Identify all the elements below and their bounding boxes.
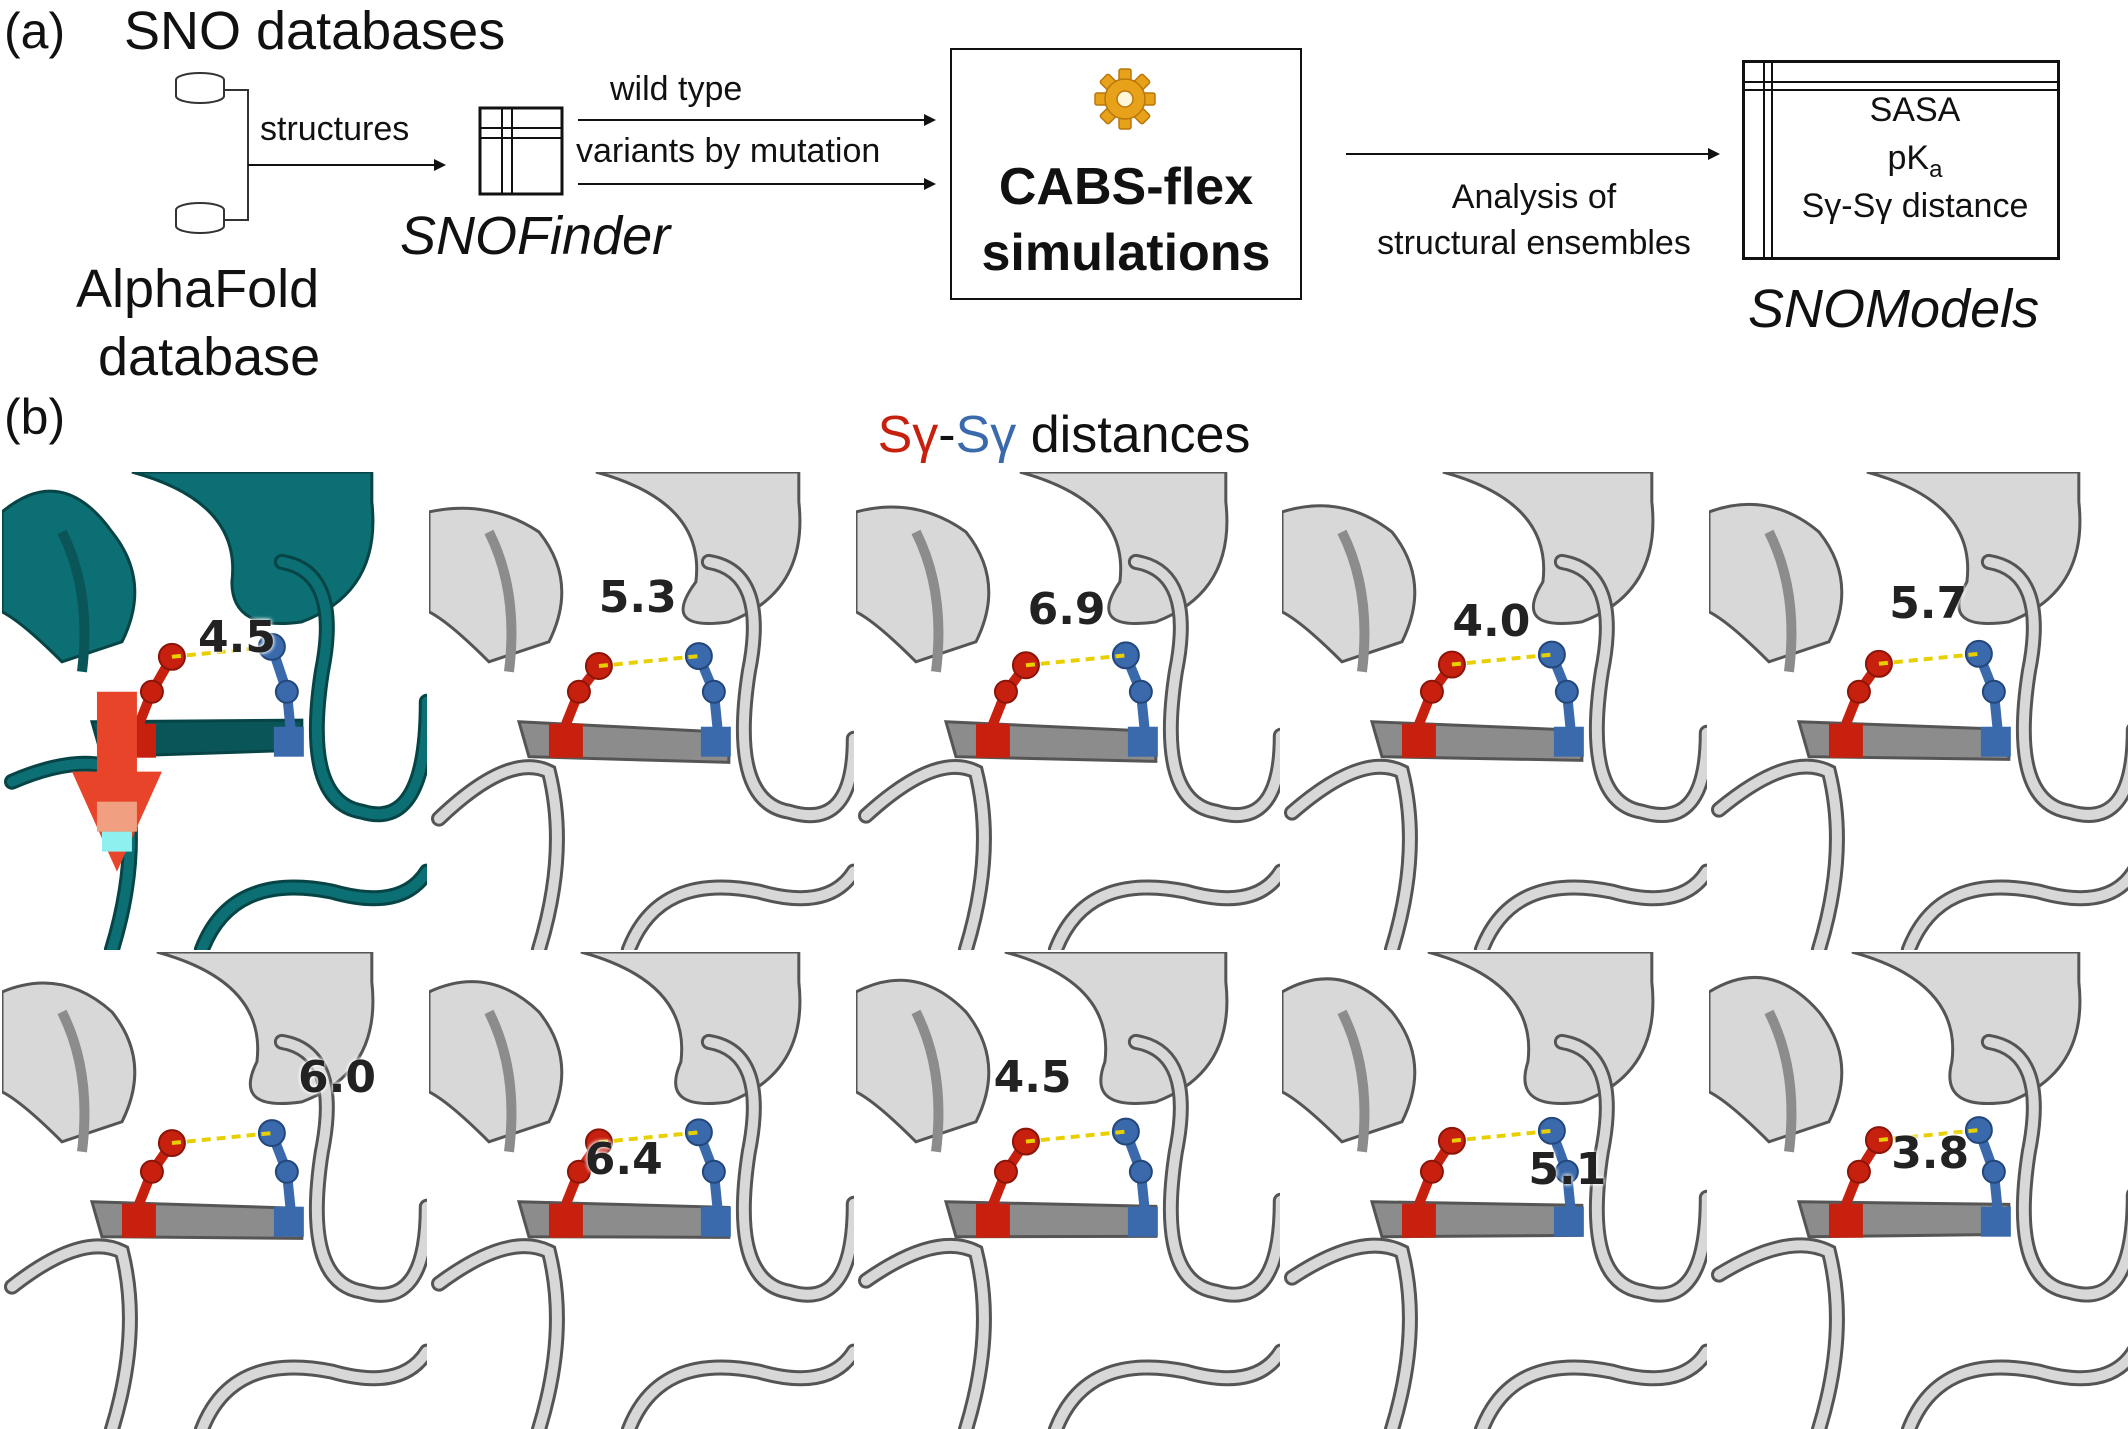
- protein-render: [2, 472, 427, 950]
- structure-tile: 5.7: [1709, 472, 2128, 950]
- protein-render: [1709, 952, 2128, 1429]
- snomodels-label: SNOModels: [1748, 278, 2039, 340]
- snomodels-table: SASA pKa Sγ-Sγ distance: [1742, 60, 2060, 260]
- protein-render: [1709, 472, 2128, 950]
- protein-render: [856, 952, 1281, 1429]
- pka-metric: pKa: [1773, 139, 2057, 184]
- analysis-label-line1: Analysis of: [1346, 178, 1722, 217]
- title-rest: distances: [1016, 406, 1250, 464]
- sno-databases-label: SNO databases: [124, 0, 505, 62]
- sasa-metric: SASA: [1773, 91, 2057, 130]
- structure-tile: 5.3: [429, 472, 854, 950]
- structure-tile: 3.8: [1709, 952, 2128, 1429]
- structure-tile: 4.5: [856, 952, 1281, 1429]
- database-icon: [176, 73, 224, 103]
- database-icon: [176, 203, 224, 233]
- protein-render: [2, 952, 427, 1429]
- panel-b-title: Sγ-Sγ distances: [0, 405, 2128, 465]
- gear-icon: [1090, 64, 1160, 134]
- title-sg-blue: Sγ: [956, 406, 1017, 464]
- structure-tile: 4.0: [1282, 472, 1707, 950]
- protein-render: [1282, 952, 1707, 1429]
- distance-label: 4.0: [1452, 596, 1530, 647]
- distance-label: 5.1: [1528, 1144, 1606, 1195]
- distance-label: 6.4: [585, 1134, 663, 1185]
- protein-render: [856, 472, 1281, 950]
- structure-tile: 6.9: [856, 472, 1281, 950]
- protein-render: [1282, 472, 1707, 950]
- variants-label: variants by mutation: [576, 132, 880, 171]
- structure-grid: 4.5 5.3 6.9 4.0 5.7 6.0 6.4 4.5 5.1 3.8: [2, 472, 2126, 1427]
- title-dash: -: [938, 406, 955, 464]
- title-sg-red: Sγ: [878, 406, 939, 464]
- protein-render: [429, 952, 854, 1429]
- distance-label: 4.5: [198, 612, 276, 663]
- distance-label: 4.5: [994, 1052, 1072, 1103]
- structure-tile: 5.1: [1282, 952, 1707, 1429]
- simulations-title: simulations: [952, 220, 1300, 286]
- alphafold-label-line1: AlphaFold: [76, 258, 319, 320]
- pka-main: pK: [1888, 139, 1930, 177]
- protein-render: [429, 472, 854, 950]
- distance-label: 6.0: [298, 1052, 376, 1103]
- panel-a-label: (a): [4, 2, 65, 60]
- cabs-flex-title: CABS-flex: [952, 154, 1300, 220]
- variants-arrow: [578, 174, 938, 194]
- distance-label: 6.9: [1028, 584, 1106, 635]
- table-column-line: [1763, 63, 1765, 257]
- distance-label: 5.3: [599, 572, 677, 623]
- structure-tile: 6.0: [2, 952, 427, 1429]
- sg-distance-metric: Sγ-Sγ distance: [1773, 187, 2057, 226]
- wild-type-arrow: [578, 110, 938, 130]
- table-icon: [478, 106, 564, 196]
- wild-type-label: wild type: [610, 70, 742, 109]
- alphafold-label-line2: database: [98, 326, 320, 388]
- table-header-line: [1745, 81, 2057, 83]
- analysis-label-line2: structural ensembles: [1346, 224, 1722, 263]
- analysis-arrow: [1346, 144, 1722, 164]
- pka-subscript: a: [1929, 156, 1942, 183]
- snofinder-label: SNOFinder: [400, 205, 670, 267]
- structures-arrow: [248, 150, 448, 180]
- distance-label: 5.7: [1889, 578, 1967, 629]
- structures-label: structures: [260, 110, 409, 149]
- distance-label: 3.8: [1891, 1128, 1969, 1179]
- structure-tile: 4.5: [2, 472, 427, 950]
- cabs-flex-box: CABS-flex simulations: [950, 48, 1302, 300]
- structure-tile: 6.4: [429, 952, 854, 1429]
